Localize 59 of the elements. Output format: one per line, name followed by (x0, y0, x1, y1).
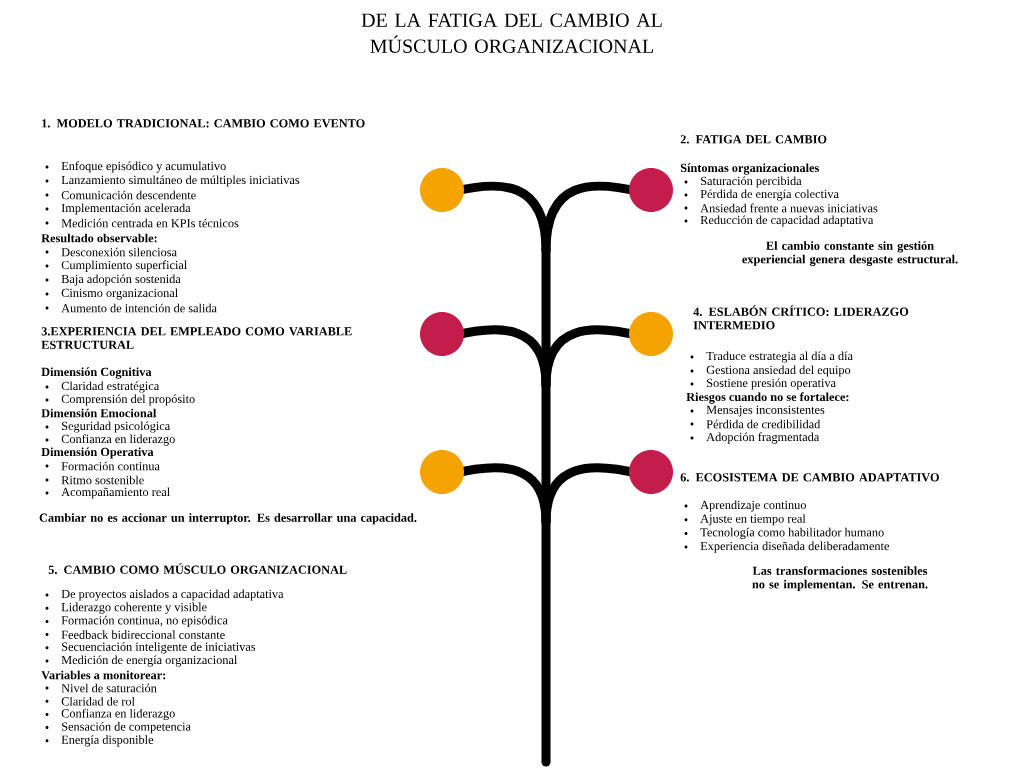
bullet-item: Sostiene presión operativa (690, 378, 836, 390)
bullet-item: Traduce estrategia al día a día (690, 351, 853, 363)
bullet-item: Cinismo organizacional (45, 288, 178, 300)
bullet-item: Mensajes inconsistentes (690, 405, 825, 417)
bullet-item: Formación continua (45, 461, 160, 471)
bullet-item: Enfoque episódico y acumulativo (45, 161, 226, 173)
bullet-item: Adopción fragmentada (690, 432, 820, 444)
bullet-item: Energía disponible (45, 735, 154, 747)
bullet-item: Ajuste en tiempo real (684, 514, 806, 526)
bullet-item: Seguridad psicológica (45, 421, 170, 433)
bullet-item: Experiencia diseñada deliberadamente (684, 541, 889, 553)
bullet-item: Saturación percibida (684, 176, 802, 188)
section-heading: 5. CAMBIO COMO MÚSCULO ORGANIZACIONAL (48, 563, 347, 574)
bullet-item: Comprensión del propósito (45, 394, 195, 406)
section-heading: 6. ECOSISTEMA DE CAMBIO ADAPTATIVO (680, 473, 939, 482)
subheading: Síntomas organizacionales (680, 163, 819, 175)
bullet-item: Ritmo sostenible (45, 475, 144, 485)
section-heading: 1. MODELO TRADICIONAL: CAMBIO COMO EVENTO (42, 119, 365, 128)
subheading: Dimensión Cognitiva (41, 367, 152, 379)
bullet-item: Comunicación descendente (45, 190, 196, 200)
bullet-item: Claridad estratégica (45, 381, 160, 393)
bullet-item: Cumplimiento superficial (45, 260, 188, 272)
subheading: Dimensión Emocional (41, 408, 157, 418)
bullet-item: Desconexión silenciosa (45, 247, 177, 257)
subheading: Riesgos cuando no se fortalece: (686, 392, 849, 404)
subheading: Dimensión Operativa (41, 447, 154, 459)
section-heading: 3.EXPERIENCIA DEL EMPLEADO COMO VARIABLE ESTRUCTURAL (41, 327, 352, 349)
bullet-item: Aprendizaje continuo (684, 500, 806, 512)
bullet-item: Confianza en liderazgo (45, 434, 175, 446)
bullet-item: Pérdida de energía colectiva (684, 189, 839, 201)
bullet-item: Medición de energía organizacional (45, 655, 238, 667)
bullet-item: Formación continua, no episódica (45, 615, 228, 627)
bullet-item: Nivel de saturación (45, 683, 157, 693)
bullet-item: Baja adopción sostenida (45, 274, 181, 286)
bullet-item: Sensación de competencia (45, 722, 191, 734)
subheading: Resultado observable: (41, 233, 157, 243)
bullet-item: Liderazgo coherente y visible (45, 602, 207, 614)
subheading: Variables a monitorear: (41, 670, 166, 680)
closing-statement: Las transformaciones sostenibles no se implementan. Se entrenan. (752, 566, 928, 591)
section-heading: 4. ESLABÓN CRÍTICO: LIDERAZGO INTERMEDIO (693, 305, 909, 330)
bullet-item: Medición centrada en KPIs técnicos (45, 218, 239, 228)
bullet-item: Secuenciación inteligente de iniciativas (45, 642, 256, 654)
bullet-item: Ansiedad frente a nuevas iniciativas (684, 203, 878, 213)
bullet-item: Claridad de rol (45, 696, 135, 706)
section-heading: 2. FATIGA DEL CAMBIO (680, 135, 827, 144)
bullet-item: Tecnología como habilitador humano (684, 527, 884, 539)
bullet-item: Lanzamiento simultáneo de múltiples iniciativas (45, 175, 300, 187)
closing-statement: Cambiar no es accionar un interruptor. Es desarrollar una capacidad. (39, 513, 417, 525)
bullet-item: Confianza en liderazgo (45, 708, 175, 721)
bullet-item: Reducción de capacidad adaptativa (684, 215, 874, 227)
title: DE LA FATIGA DEL CAMBIO AL MÚSCULO ORGANIZACIONAL (361, 13, 662, 53)
bullet-item: Aumento de intención de salida (45, 303, 217, 313)
closing-statement: El cambio constante sin gestión experiencial genera desgaste estructural. (742, 241, 958, 266)
bullet-item: Acompañamiento real (45, 487, 170, 499)
bullet-item: Feedback bidireccional constante (45, 630, 225, 639)
bullet-item: Implementación acelerada (45, 203, 191, 215)
bullet-item: Pérdida de credibilidad (690, 419, 821, 429)
bullet-item: Gestiona ansiedad del equipo (690, 365, 851, 377)
bullet-item: De proyectos aislados a capacidad adaptativa (45, 589, 284, 601)
